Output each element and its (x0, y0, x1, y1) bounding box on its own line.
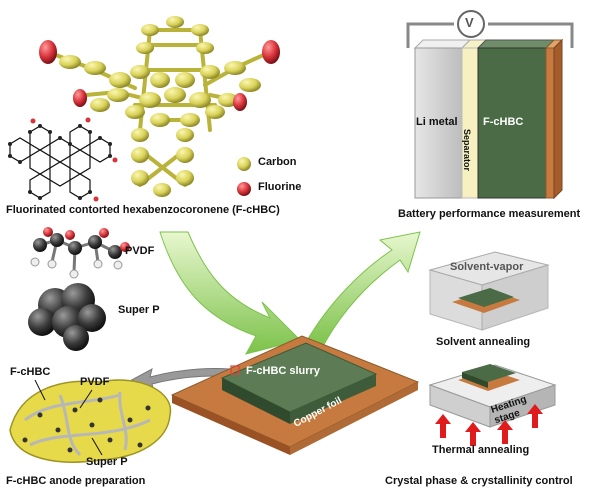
molecule-2d-skeleton (8, 117, 118, 202)
voltmeter-icon (457, 10, 485, 38)
separator-label: Separator (462, 128, 473, 172)
heat-arrows (435, 404, 543, 446)
battery-cell-diagram (406, 10, 574, 200)
fchbc-layer-label: F-cHBC (483, 116, 524, 128)
molecule-3d-structure (39, 16, 280, 197)
anode-caption: F-cHBC anode preparation (6, 475, 146, 487)
solvent-vapor-label: Solvent-vapor (450, 261, 524, 273)
solvent-caption: Solvent annealing (436, 336, 531, 348)
pvdf-label: PVDF (125, 245, 155, 257)
anode-label-pvdf: PVDF (80, 376, 110, 388)
voltmeter-label: V (465, 15, 474, 30)
carbon-legend-label: Carbon (258, 156, 297, 168)
battery-caption: Battery performance measurement (398, 208, 581, 220)
crystal-control-caption: Crystal phase & crystallinity control (385, 475, 573, 487)
li-metal-label: Li metal (416, 116, 458, 128)
slurry-on-copper-foil (170, 335, 420, 455)
super-p-particles (28, 283, 106, 351)
slurry-label: F-cHBC slurry (246, 365, 320, 377)
fluorine-legend-label: Fluorine (258, 181, 302, 193)
mix-arrow (159, 231, 301, 355)
slurry-marker-square (230, 365, 240, 375)
anode-label-fchbc: F-cHBC (10, 366, 51, 378)
pvdf-molecule-model (30, 227, 130, 279)
thermal-annealing-stage (428, 364, 557, 446)
fluorine-legend-swatch (237, 182, 251, 196)
solvent-annealing-chamber (428, 251, 550, 331)
thermal-caption: Thermal annealing (432, 444, 530, 456)
test-arrow (304, 231, 421, 349)
super-p-label: Super P (118, 304, 160, 316)
carbon-legend-swatch (237, 157, 251, 171)
anode-label-super-p: Super P (86, 456, 128, 468)
molecule-caption: Fluorinated contorted hexabenzocoronene … (6, 204, 280, 216)
anode-composite-illustration (9, 379, 172, 463)
